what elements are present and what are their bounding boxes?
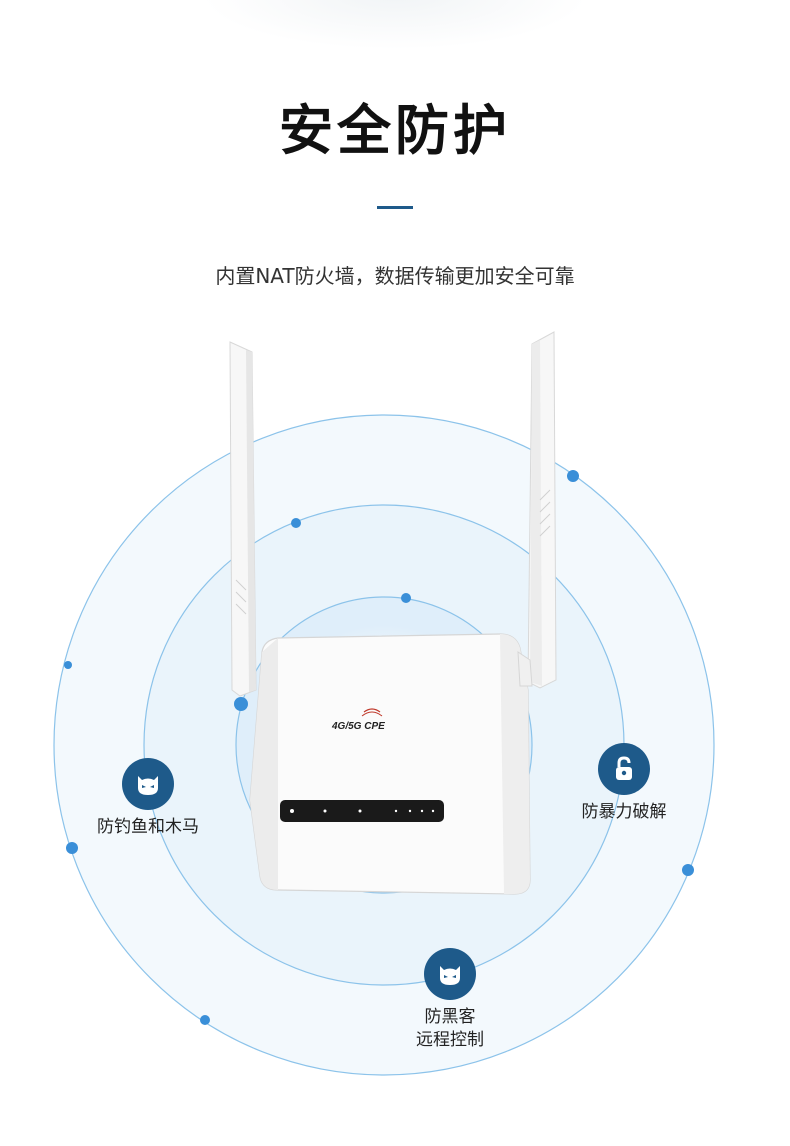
ring-dot [682, 864, 694, 876]
feature-label-line2: 远程控制 [416, 1030, 484, 1050]
ring-dot [567, 470, 579, 482]
ring-dot [291, 518, 301, 528]
feature-anti-hacker: 防黑客 远程控制 [380, 948, 520, 1052]
router-brand-label: 4G/5G CPE [332, 721, 385, 732]
ring-dot [234, 697, 248, 711]
lock-icon [598, 743, 650, 795]
feature-label-line1: 防黑客 [424, 1007, 476, 1027]
feature-anti-brute-force: 防暴力破解 [554, 743, 694, 824]
feature-label: 防暴力破解 [581, 802, 667, 822]
feature-anti-phishing: 防钓鱼和木马 [78, 758, 218, 839]
devil-face-icon [122, 758, 174, 810]
ring-dot [66, 842, 78, 854]
feature-label: 防钓鱼和木马 [97, 817, 199, 837]
ring-dot [401, 593, 411, 603]
right-antenna [527, 331, 557, 689]
left-antenna [229, 341, 257, 697]
ring-dot [200, 1015, 210, 1025]
page-subtitle: 内置NAT防火墙，数据传输更加安全可靠 [215, 264, 575, 288]
led-panel [280, 800, 444, 822]
ring-dot [64, 661, 72, 669]
router-body [249, 633, 533, 895]
devil-face-icon [424, 948, 476, 1000]
title-underline [377, 206, 413, 209]
page-title: 安全防护 [279, 99, 511, 162]
